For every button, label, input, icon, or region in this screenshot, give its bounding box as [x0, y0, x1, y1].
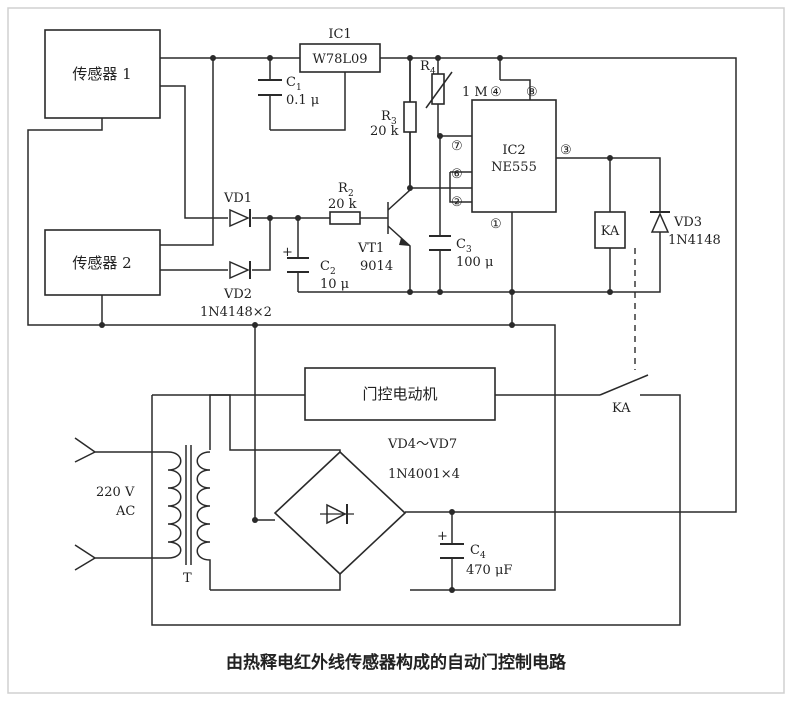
mains-ac: AC: [115, 504, 135, 519]
resistor-r3: [403, 101, 417, 133]
ic1-name-label: IC1: [328, 27, 351, 42]
figure-caption: 由热释电红外线传感器构成的自动门控制电路: [226, 652, 567, 673]
r3-sub: 3: [391, 117, 397, 127]
c1-name: C: [286, 75, 296, 90]
r2-name: R: [338, 181, 349, 196]
c2-plus: +: [282, 245, 293, 260]
vt1-name: VT1: [357, 241, 384, 256]
vd3-label: VD3: [673, 215, 702, 230]
c2-sub: 2: [330, 267, 336, 277]
c3-value: 100 μ: [456, 255, 493, 270]
vd3-part: 1N4148: [668, 233, 721, 248]
transformer-label: T: [183, 571, 192, 586]
r4-name: R: [420, 59, 431, 74]
capacitor-c2: [287, 257, 309, 273]
resistor-r2: [329, 211, 361, 225]
r4-value: 1 M: [462, 85, 488, 100]
vt1-part: 9014: [360, 259, 393, 274]
c1-sub: 1: [296, 83, 302, 93]
resistor-r4: [431, 73, 445, 105]
pin-7: ⑦: [451, 139, 463, 154]
pin-2: ②: [451, 195, 463, 210]
pin-8: ⑧: [526, 85, 538, 100]
pin-3: ③: [560, 143, 572, 158]
image-border: [7, 7, 785, 694]
r2-value: 20 k: [328, 197, 357, 212]
relay-coil: [594, 211, 626, 249]
sensor1-label: 传感器 1: [72, 65, 131, 83]
pin-4: ④: [490, 85, 502, 100]
ic2-name-label: IC2: [502, 143, 525, 158]
motor-block: [304, 367, 496, 421]
c4-name: C: [470, 543, 480, 558]
r3-name: R: [381, 109, 392, 124]
pin-6: ⑥: [451, 167, 463, 182]
bridge-diode-symbol: [320, 503, 354, 525]
vd1-label: VD1: [223, 191, 252, 206]
sensor2-label: 传感器 2: [72, 254, 131, 272]
c4-value: 470 μF: [466, 563, 512, 578]
sensor2-block: [44, 229, 161, 296]
vt1-emitter-arrow: [399, 238, 410, 246]
mains-voltage: 220 V: [96, 485, 135, 500]
c1-value: 0.1 μ: [286, 93, 319, 108]
r2-sub: 2: [348, 189, 354, 199]
sensor1-block: [44, 29, 161, 119]
diode-vd2: [229, 260, 251, 280]
c3-sub: 3: [466, 245, 472, 255]
bridge-part: 1N4001×4: [388, 467, 460, 482]
ic1-regulator: [299, 43, 381, 73]
motor-label: 门控电动机: [362, 385, 437, 403]
relay-contact-label: KA: [612, 401, 631, 416]
ic2-ne555: [471, 99, 557, 213]
vd2-label: VD2: [223, 287, 252, 302]
capacitor-c4: [440, 543, 464, 559]
r4-sub: 4: [430, 67, 436, 77]
bridge-name: VD4～VD7: [387, 437, 457, 452]
diode-vd3: [650, 211, 670, 235]
r3-value: 20 k: [370, 124, 399, 139]
c4-sub: 4: [480, 551, 486, 561]
ic2-part-label: NE555: [491, 160, 537, 175]
vd12-part: 1N4148×2: [200, 305, 272, 320]
pin-1: ①: [490, 217, 502, 232]
relay-label: KA: [601, 224, 620, 239]
c2-name: C: [320, 259, 330, 274]
wires: [27, 57, 737, 626]
capacitor-c3: [429, 235, 451, 251]
capacitor-c1: [258, 79, 282, 96]
c4-plus: +: [437, 529, 448, 544]
diode-vd1: [229, 208, 251, 228]
ic1-part-label: W78L09: [312, 52, 367, 67]
r4-adjust-arrow: [425, 71, 453, 109]
c2-value: 10 μ: [320, 277, 349, 292]
transformer: [167, 445, 211, 590]
junctions: [99, 55, 613, 593]
c3-name: C: [456, 237, 466, 252]
